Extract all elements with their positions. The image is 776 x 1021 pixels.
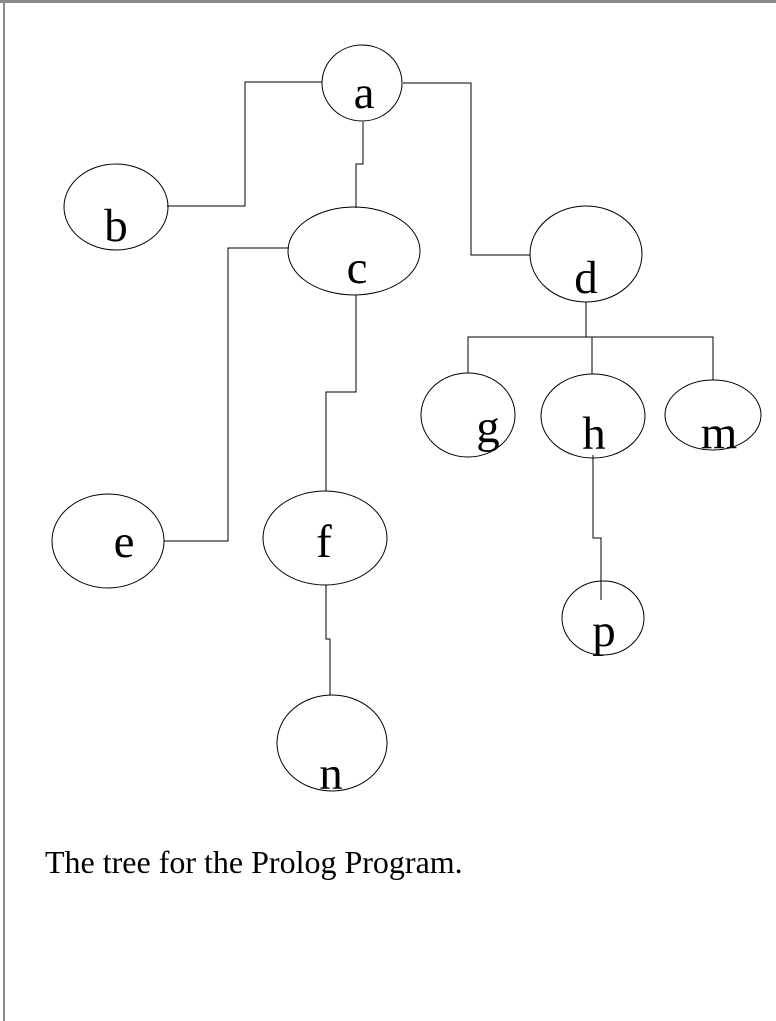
- node-b-label: b: [104, 200, 128, 252]
- node-shapes: [51, 44, 762, 792]
- node-p-ellipse: [561, 580, 645, 656]
- node-c-ellipse: [287, 206, 421, 296]
- node-a-ellipse: [321, 44, 403, 122]
- edge-c-f: [325, 295, 357, 491]
- node-c-label: c: [347, 242, 368, 294]
- edge-a-c: [355, 122, 364, 208]
- node-g-label: g: [476, 401, 500, 453]
- node-n-label: n: [319, 748, 343, 800]
- diagram-caption: The tree for the Prolog Program.: [45, 844, 463, 880]
- node-p-label: p: [592, 605, 616, 657]
- node-a-label: a: [354, 67, 375, 119]
- edge-f-n: [325, 585, 331, 695]
- node-b-ellipse: [63, 163, 169, 251]
- page-border-left: [3, 3, 5, 1021]
- edge-a-d: [403, 82, 530, 256]
- node-f-ellipse: [262, 490, 388, 586]
- node-h-label: h: [582, 408, 606, 460]
- edge-c-e: [164, 247, 289, 542]
- node-e-label: e: [114, 516, 135, 568]
- node-e-ellipse: [51, 493, 165, 589]
- edge-a-b: [167, 81, 322, 207]
- edges: [164, 81, 714, 695]
- node-g-ellipse: [420, 372, 516, 458]
- edge-d-m: [586, 336, 714, 380]
- edge-d-h: [586, 336, 593, 374]
- edge-d-g: [467, 302, 587, 373]
- edge-h-p: [592, 455, 602, 600]
- node-d-label: d: [574, 252, 598, 304]
- node-m-label: m: [701, 407, 738, 459]
- page-border-top: [0, 0, 776, 3]
- node-f-label: f: [316, 516, 332, 568]
- node-n-ellipse: [276, 694, 388, 792]
- node-labels: a b c d e f g h m n p: [104, 67, 737, 800]
